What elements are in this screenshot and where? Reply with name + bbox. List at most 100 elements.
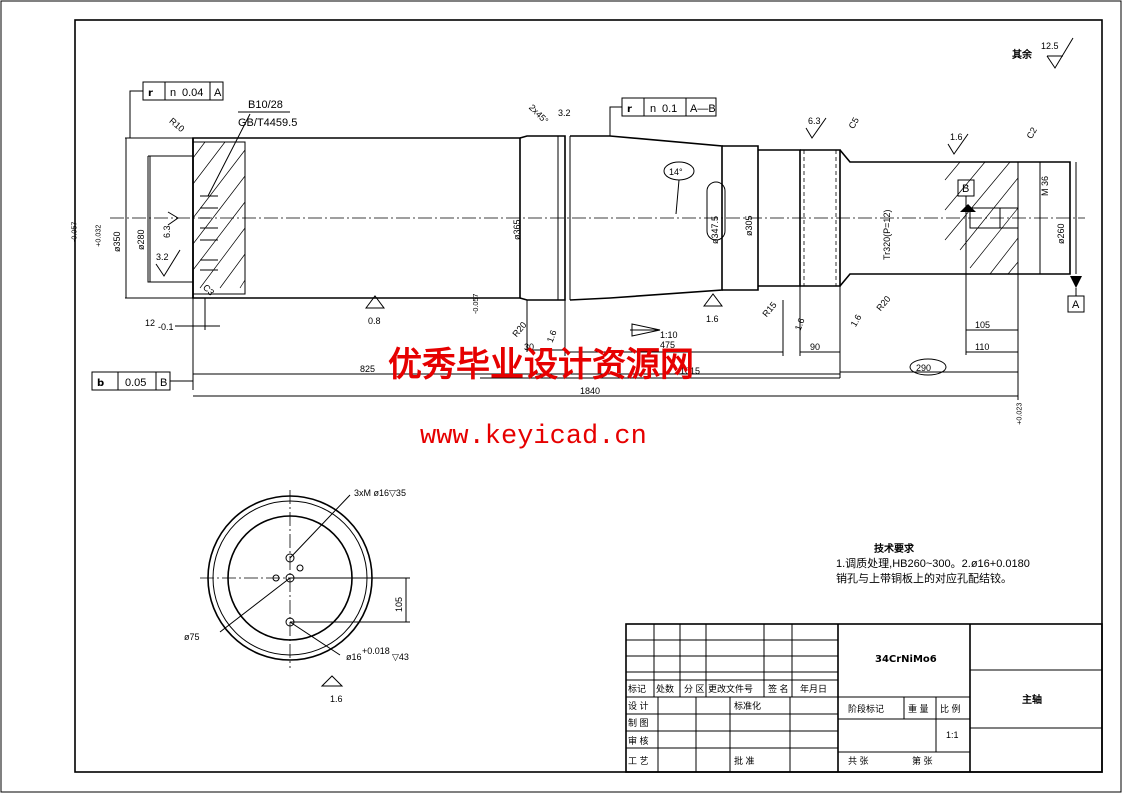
svg-text:A—B: A—B xyxy=(690,103,716,115)
svg-text:6.3: 6.3 xyxy=(808,116,821,126)
runout-frame-mid: r n 0.1 A—B xyxy=(609,97,717,136)
svg-text:▽43: ▽43 xyxy=(392,652,409,662)
svg-text:主轴: 主轴 xyxy=(1022,693,1042,706)
svg-text:处数: 处数 xyxy=(656,683,674,694)
svg-text:R10: R10 xyxy=(167,116,186,134)
svg-text:标记: 标记 xyxy=(628,683,646,694)
svg-text:签 名: 签 名 xyxy=(768,683,789,694)
svg-text:优秀毕业设计资源网: 优秀毕业设计资源网 xyxy=(388,345,694,385)
svg-text:共 张: 共 张 xyxy=(848,756,869,766)
svg-text:1.6: 1.6 xyxy=(706,314,719,324)
svg-text:105: 105 xyxy=(394,597,404,612)
svg-text:ø305: ø305 xyxy=(744,215,754,236)
svg-text:6.3: 6.3 xyxy=(162,225,172,238)
svg-text:审 核: 审 核 xyxy=(628,735,649,746)
svg-text:-0.057: -0.057 xyxy=(471,294,480,314)
svg-text:批 准: 批 准 xyxy=(734,755,755,766)
svg-text:+0.023: +0.023 xyxy=(1015,403,1024,425)
svg-text:R20: R20 xyxy=(874,294,892,313)
svg-text:C3: C3 xyxy=(201,282,216,297)
dimensions: 12 -0.1 30 475 90 105 110 825 1015 290 1… xyxy=(145,274,1019,400)
svg-text:重 量: 重 量 xyxy=(908,703,929,714)
svg-text:n: n xyxy=(650,103,656,115)
svg-text:R15: R15 xyxy=(760,300,778,319)
svg-text:b: b xyxy=(97,378,104,389)
svg-text:R20: R20 xyxy=(510,320,528,339)
svg-text:1840: 1840 xyxy=(580,386,600,396)
svg-text:34CrNiMo6: 34CrNiMo6 xyxy=(875,654,937,665)
datum-markers: B A xyxy=(957,179,1085,355)
svg-text:GB/T4459.5: GB/T4459.5 xyxy=(238,117,297,129)
svg-text:r: r xyxy=(148,88,153,99)
svg-text:3.2: 3.2 xyxy=(558,108,571,118)
svg-text:ø365: ø365 xyxy=(512,219,522,240)
svg-text:C2: C2 xyxy=(1025,125,1039,140)
svg-text:B10/28: B10/28 xyxy=(248,99,283,111)
svg-text:3xM ø16▽35: 3xM ø16▽35 xyxy=(354,488,406,498)
main-view-annotations: B10/28 GB/T4459.5 2x45° 3.2 R10 6.3 C5 1… xyxy=(69,99,1077,425)
svg-text:0.1: 0.1 xyxy=(662,103,677,115)
svg-text:0.05: 0.05 xyxy=(125,377,146,389)
svg-text:ø260: ø260 xyxy=(1056,223,1066,244)
svg-text:B: B xyxy=(962,183,969,195)
svg-text:比 例: 比 例 xyxy=(940,703,961,714)
svg-text:12.5: 12.5 xyxy=(1041,41,1059,51)
watermark: 优秀毕业设计资源网 www.keyicad.cn xyxy=(388,345,694,452)
svg-text:更改文件号: 更改文件号 xyxy=(708,683,753,694)
svg-text:14°: 14° xyxy=(669,167,683,177)
end-view: 3xM ø16▽35 105 ø75 ø16 +0.018 ▽43 1.6 xyxy=(184,488,410,704)
shaft-main-view xyxy=(110,135,1085,301)
svg-text:-0.057: -0.057 xyxy=(69,222,78,242)
svg-text:1.6: 1.6 xyxy=(330,694,343,704)
svg-text:1015: 1015 xyxy=(680,366,700,376)
svg-text:1.6: 1.6 xyxy=(950,132,963,142)
svg-text:290: 290 xyxy=(916,363,931,373)
svg-text:ø347.5: ø347.5 xyxy=(710,216,720,244)
svg-text:+0.032: +0.032 xyxy=(93,225,102,247)
svg-text:Tr320(P=12): Tr320(P=12) xyxy=(882,210,892,260)
svg-text:r: r xyxy=(627,104,632,115)
svg-text:阶段标记: 阶段标记 xyxy=(848,703,884,714)
svg-text:标准化: 标准化 xyxy=(734,700,761,711)
svg-text:A: A xyxy=(214,87,222,99)
svg-text:1.6: 1.6 xyxy=(545,329,559,344)
technical-requirements: 技术要求 1.调质处理,HB260~300。2.ø16+0.0180 销孔与上带… xyxy=(836,542,1030,585)
svg-text:第 张: 第 张 xyxy=(912,755,933,766)
drawing-frame xyxy=(74,19,1103,773)
svg-text:www.keyicad.cn: www.keyicad.cn xyxy=(420,422,647,452)
svg-text:0.8: 0.8 xyxy=(368,316,381,326)
svg-text:ø16: ø16 xyxy=(346,652,362,662)
svg-text:分 区: 分 区 xyxy=(684,684,705,694)
svg-text:1.调质处理,HB260~300。2.ø16+0.0180: 1.调质处理,HB260~300。2.ø16+0.0180 xyxy=(836,557,1030,570)
svg-text:n: n xyxy=(170,87,176,99)
svg-text:ø280: ø280 xyxy=(136,229,146,250)
svg-text:2x45°: 2x45° xyxy=(527,102,551,126)
svg-text:0.04: 0.04 xyxy=(182,87,203,99)
svg-text:110: 110 xyxy=(975,342,989,352)
svg-text:技术要求: 技术要求 xyxy=(874,542,915,555)
svg-text:475: 475 xyxy=(660,340,675,350)
svg-text:工 艺: 工 艺 xyxy=(628,756,649,766)
svg-text:825: 825 xyxy=(360,364,375,374)
svg-text:1:1: 1:1 xyxy=(946,730,959,740)
svg-text:1.6: 1.6 xyxy=(849,313,864,329)
flatness-frame: b 0.05 B xyxy=(91,371,193,391)
svg-text:-0.1: -0.1 xyxy=(158,322,174,332)
svg-text:3.2: 3.2 xyxy=(156,252,169,262)
svg-text:其余: 其余 xyxy=(1012,48,1033,61)
svg-text:设 计: 设 计 xyxy=(628,700,649,711)
svg-text:A: A xyxy=(1072,299,1080,311)
svg-text:ø350: ø350 xyxy=(112,231,122,252)
svg-text:B: B xyxy=(160,377,167,389)
svg-text:105: 105 xyxy=(975,320,990,330)
title-block: 34CrNiMo6 主轴 1:1 标记 处数 分 区 更改文件号 签 名 年月日… xyxy=(625,623,1103,773)
svg-text:12: 12 xyxy=(145,318,155,328)
default-roughness: 其余 12.5 xyxy=(1012,37,1074,69)
runout-frame-left: r n 0.04 A xyxy=(129,81,224,138)
svg-text:90: 90 xyxy=(810,342,820,352)
svg-text:销孔与上带铜板上的对应孔配结铰。: 销孔与上带铜板上的对应孔配结铰。 xyxy=(836,571,1012,585)
svg-text:ø75: ø75 xyxy=(184,632,200,642)
svg-text:+0.018: +0.018 xyxy=(362,646,390,656)
svg-text:M 36: M 36 xyxy=(1040,176,1050,196)
